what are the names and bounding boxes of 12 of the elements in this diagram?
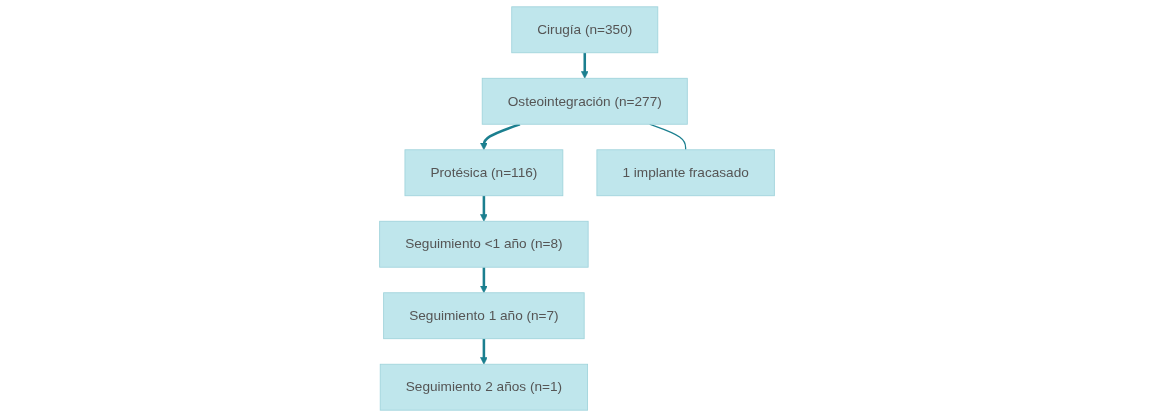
node-box: Cirugía (n=350) <box>511 6 659 54</box>
node-box: Protésica (n=116) <box>404 149 564 197</box>
arrow <box>480 267 488 294</box>
node-box: Seguimiento 1 año (n=7) <box>383 292 585 340</box>
arrow <box>480 195 488 222</box>
node-box: 1 implante fracasado <box>596 149 775 197</box>
arrow <box>581 52 589 79</box>
arrow <box>480 123 521 151</box>
node-box: Seguimiento <1 año (n=8) <box>379 220 589 268</box>
node-box: Seguimiento 2 años (n=1) <box>379 363 588 411</box>
arrow <box>480 338 488 365</box>
node-box: Osteointegración (n=277) <box>481 77 688 125</box>
